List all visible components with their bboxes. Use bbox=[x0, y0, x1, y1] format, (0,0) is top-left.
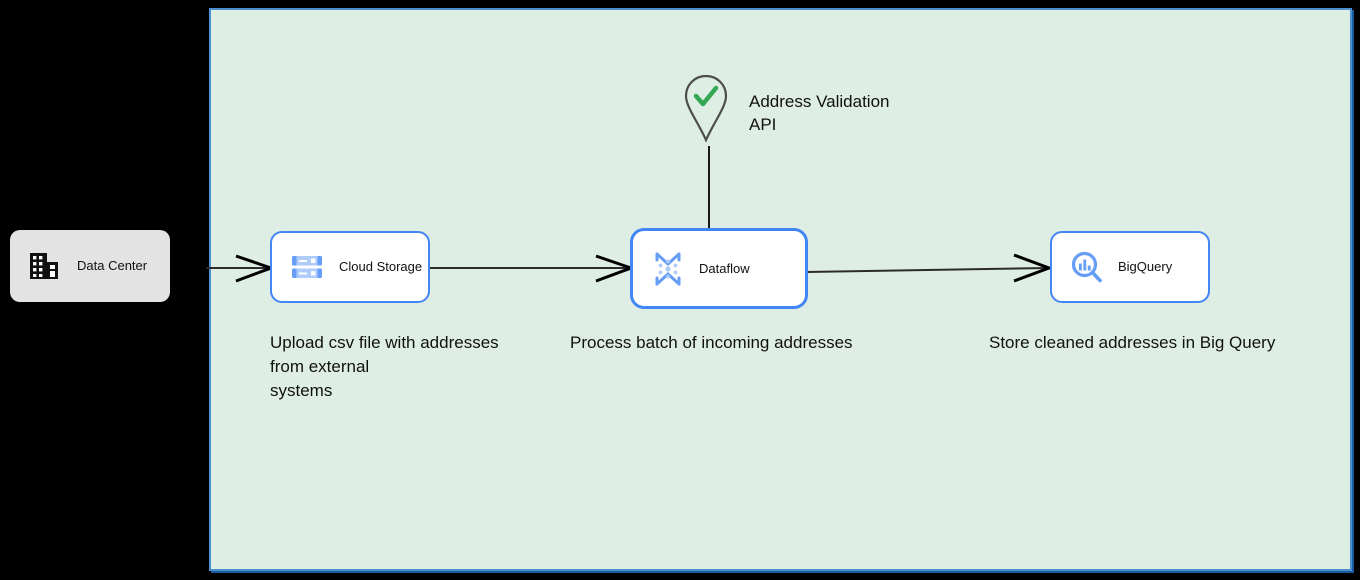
bigquery-icon bbox=[1070, 250, 1104, 284]
line-address-api-to-dataflow[interactable] bbox=[700, 146, 720, 232]
dataflow-icon bbox=[651, 251, 685, 287]
node-bigquery[interactable]: BigQuery bbox=[1050, 231, 1210, 303]
node-address-validation-api[interactable]: Address Validation API bbox=[684, 74, 890, 144]
office-building-icon bbox=[28, 250, 60, 282]
cloud-storage-label: Cloud Storage bbox=[339, 259, 423, 275]
caption-upload-csv: Upload csv file with addresses from exte… bbox=[270, 333, 499, 400]
address-validation-api-label: Address Validation API bbox=[749, 92, 890, 134]
map-pin-check-icon bbox=[684, 74, 728, 144]
bigquery-label: BigQuery bbox=[1118, 259, 1173, 275]
caption-store-addresses: Store cleaned addresses in Big Query bbox=[989, 333, 1276, 352]
cloud-storage-icon bbox=[290, 250, 324, 284]
node-dataflow[interactable]: Dataflow bbox=[630, 228, 808, 309]
data-center-label: Data Center bbox=[77, 258, 148, 274]
arrow-dataflow-to-bigquery[interactable] bbox=[806, 252, 1054, 296]
caption-process-batch: Process batch of incoming addresses bbox=[570, 333, 853, 352]
node-cloud-storage[interactable]: Cloud Storage bbox=[270, 231, 430, 303]
dataflow-label: Dataflow bbox=[699, 260, 750, 276]
arrow-cloud-storage-to-dataflow[interactable] bbox=[428, 252, 636, 292]
arrow-datacenter-to-cloud-storage[interactable] bbox=[206, 252, 276, 292]
node-data-center[interactable]: Data Center bbox=[10, 230, 170, 302]
